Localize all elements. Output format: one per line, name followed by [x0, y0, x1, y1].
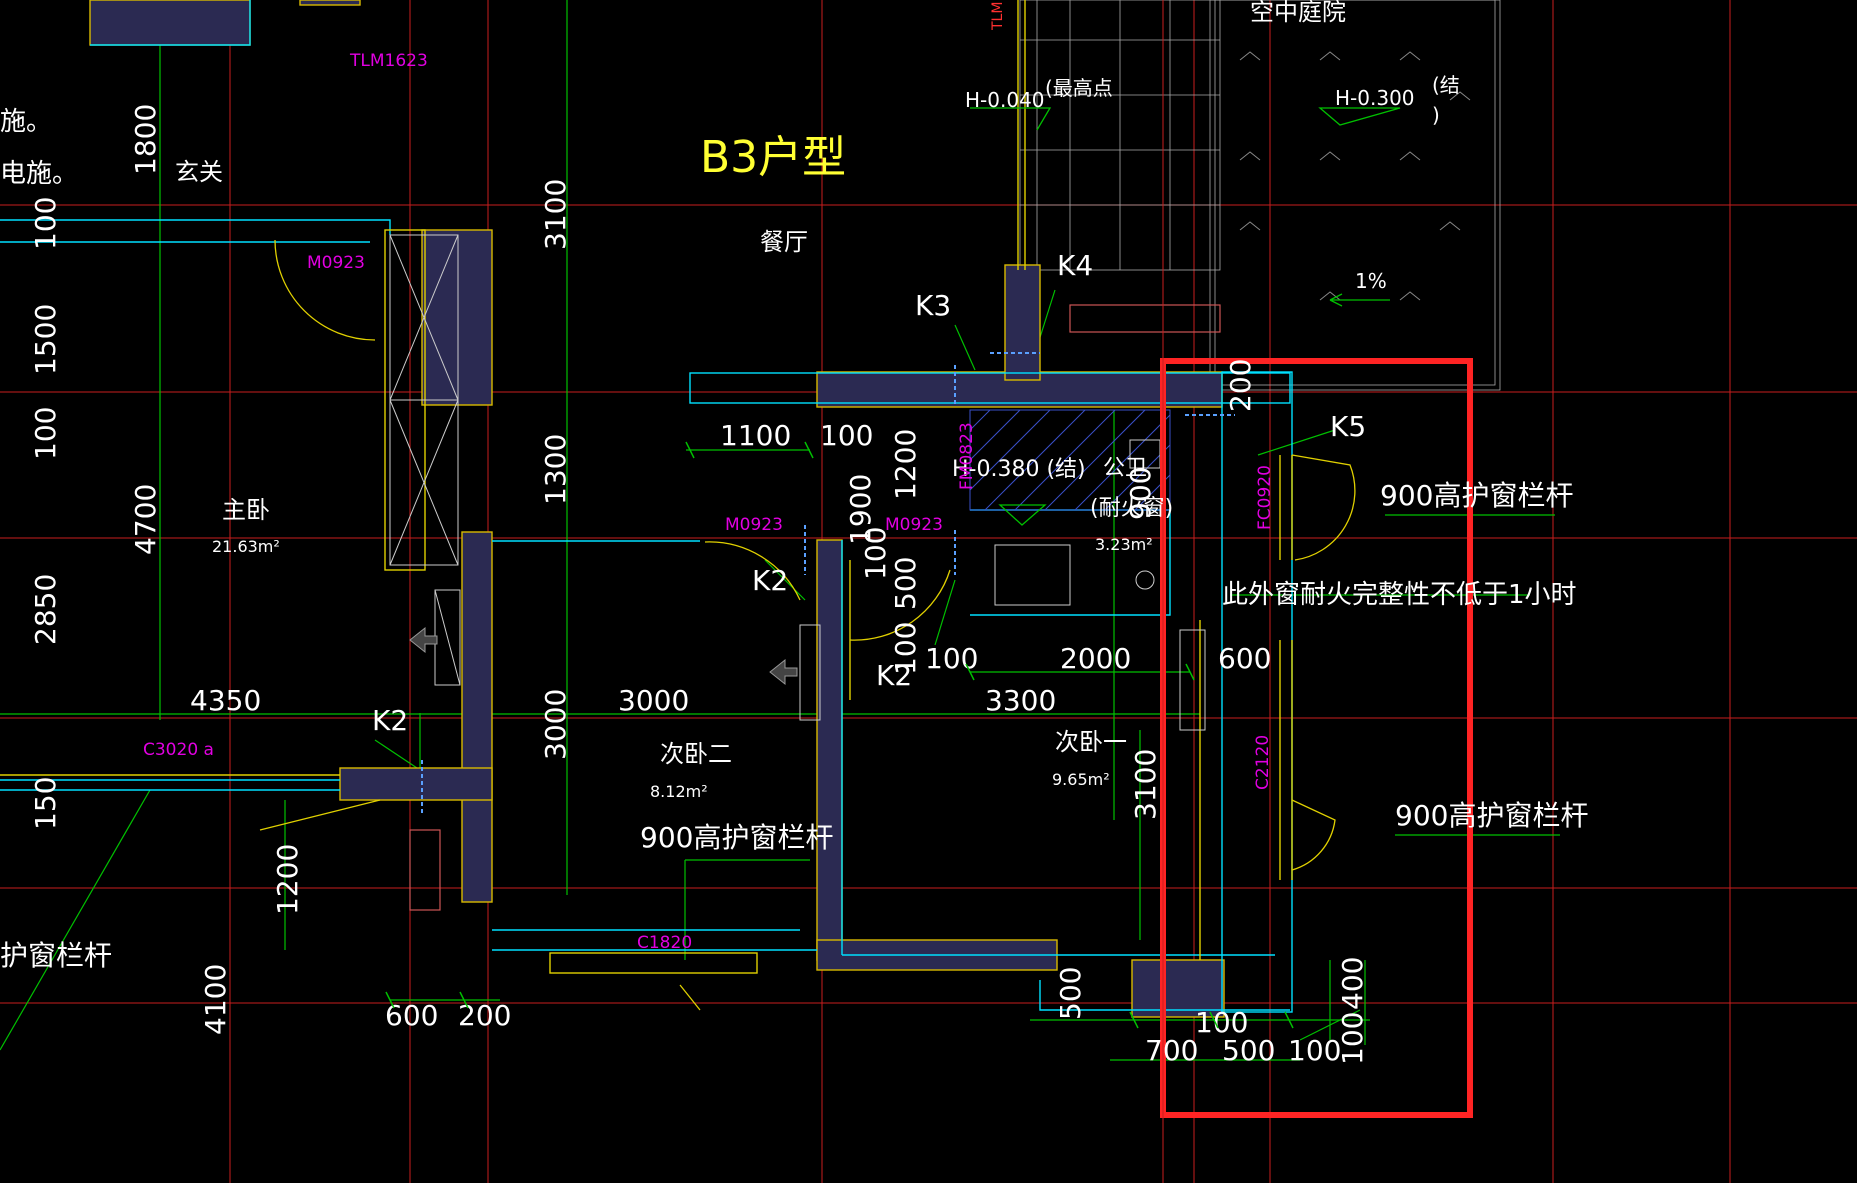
dim-100-c: 100 [820, 419, 873, 452]
tag-fm0823: FM0823 [957, 422, 977, 490]
dining-label: 餐厅 [760, 228, 808, 256]
component-tags: TLM1623 M0923 M0923 M0923 C3020 a C1820 … [143, 2, 1275, 953]
entry-label: 玄关 [175, 158, 223, 186]
k2-label-b: K2 [876, 659, 912, 692]
dim-3300: 3300 [985, 684, 1056, 717]
tag-m0923-c: M0923 [885, 515, 943, 535]
dim-400: 400 [1336, 957, 1369, 1010]
ac-units [409, 304, 1221, 911]
dim-1500: 1500 [29, 304, 62, 375]
bath-sub-label: (耐火窗) [1090, 496, 1173, 521]
bath-area-label: 3.23m² [1095, 535, 1153, 554]
note-line-2: 电施。 [0, 159, 78, 189]
dim-600-a: 600 [1218, 642, 1271, 675]
dim-100-g: 100 [1195, 1006, 1248, 1039]
dim-1900: 1900 [844, 474, 877, 545]
dim-600-b: 600 [385, 999, 438, 1032]
dim-200-b: 200 [1224, 359, 1257, 412]
courtyard-hatch [1019, 0, 1501, 391]
dim-2000: 2000 [1060, 642, 1131, 675]
left-arrow-icons [409, 626, 798, 686]
note-line-1: 施。 [0, 107, 52, 137]
tag-m0923-a: M0923 [307, 253, 365, 273]
rail-label-3: 900高护窗栏杆 [640, 821, 833, 854]
bed1-label: 次卧一 [1055, 728, 1127, 756]
dim-4350: 4350 [190, 684, 261, 717]
dim-100-d: 100 [859, 527, 892, 580]
dim-100-f: 100 [925, 642, 978, 675]
duct-markers [421, 352, 1235, 815]
tag-c2120: C2120 [1253, 735, 1273, 790]
slope-label: 1% [1355, 269, 1387, 293]
tag-red: TLM [990, 2, 1006, 31]
bathroom-hatch [969, 409, 1171, 606]
fire-note: 此外窗耐火完整性不低于1小时 [1222, 580, 1577, 610]
dim-3000-h: 3000 [618, 684, 689, 717]
door-arcs [259, 239, 1356, 1011]
dim-3100-a: 3100 [539, 179, 572, 250]
dim-100-i: 100 [1336, 1012, 1369, 1065]
k4-label: K4 [1057, 249, 1093, 282]
dim-4100: 4100 [199, 964, 232, 1035]
k5-label: K5 [1330, 410, 1366, 443]
dim-900: 900 [1124, 467, 1157, 520]
dimension-lines [0, 0, 1560, 1061]
dim-3000-v: 3000 [539, 689, 572, 760]
dim-500-a: 500 [889, 557, 922, 610]
dim-100-a: 100 [29, 197, 62, 250]
grass-hatch [1239, 51, 1471, 301]
dim-2850: 2850 [29, 574, 62, 645]
room-labels: B3户型 餐厅 玄关 空中庭院 主卧 21.63m² 次卧二 8.12m² 次卧… [175, 0, 1346, 801]
dim-1200-a: 1200 [889, 429, 922, 500]
walls [89, 0, 1225, 1018]
dim-500-c: 500 [1222, 1034, 1275, 1067]
dim-3100-b: 3100 [1129, 749, 1162, 820]
master-bed-label: 主卧 [222, 496, 270, 524]
bed1-area-label: 9.65m² [1052, 770, 1110, 789]
door-window-lines [0, 0, 1293, 974]
elev-high-label: H-0.040 [965, 88, 1045, 112]
k3-label: K3 [915, 289, 951, 322]
rail-label-left: 护窗栏杆 [0, 939, 112, 972]
dim-1300: 1300 [539, 434, 572, 505]
dim-1800: 1800 [129, 104, 162, 175]
elev-bath-label: H-0.380 (结) [952, 457, 1086, 482]
courtyard-label: 空中庭院 [1250, 0, 1346, 26]
rail-label-1: 900高护窗栏杆 [1380, 479, 1573, 512]
dim-500-b: 500 [1054, 967, 1087, 1020]
bath-label: 公卫 [1103, 456, 1147, 481]
dim-150: 150 [29, 777, 62, 830]
unit-type-label: B3户型 [700, 132, 846, 183]
tag-tlm1623: TLM1623 [349, 51, 428, 71]
dim-700: 700 [1145, 1034, 1198, 1067]
elev-court-note: (结 [1432, 73, 1460, 97]
dim-4700: 4700 [129, 484, 162, 555]
elev-court-label: H-0.300 [1335, 86, 1415, 110]
dim-100-e: 100 [889, 622, 922, 675]
tag-c3020: C3020 a [143, 740, 214, 760]
bed2-area-label: 8.12m² [650, 782, 708, 801]
dim-100-b: 100 [29, 407, 62, 460]
dim-1100: 1100 [720, 419, 791, 452]
tag-c1820: C1820 [637, 933, 692, 953]
elev-high-note: (最高点 [1045, 76, 1113, 100]
rail-label-2: 900高护窗栏杆 [1395, 799, 1588, 832]
dim-ticks [385, 441, 1294, 1029]
elev-court-note2: ) [1432, 103, 1440, 127]
wardrobe [389, 234, 1206, 731]
tag-m0923-b: M0923 [725, 515, 783, 535]
tag-fc0920: FC0920 [1255, 465, 1275, 530]
dim-100-h: 100 [1288, 1034, 1341, 1067]
master-area-label: 21.63m² [212, 537, 280, 556]
k2-label-c: K2 [372, 704, 408, 737]
symbols [970, 107, 1401, 526]
bed2-label: 次卧二 [660, 740, 732, 768]
dimension-texts: 1800 100 1500 100 2850 4700 150 4350 310… [29, 104, 1369, 1067]
dim-1200-b: 1200 [271, 844, 304, 915]
annotation-labels: H-0.040 (最高点 H-0.300 (结 ) H-0.380 (结) 1%… [0, 73, 1588, 972]
k2-label-a: K2 [752, 564, 788, 597]
